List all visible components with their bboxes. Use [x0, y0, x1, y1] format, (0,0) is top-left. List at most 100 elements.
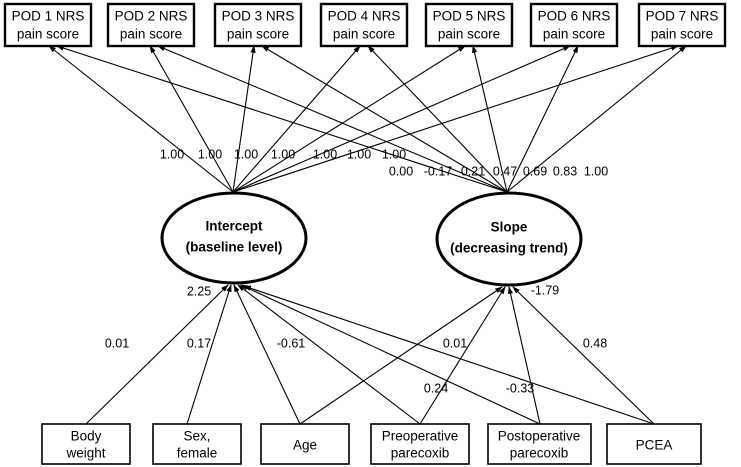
indicator-label-line2: pain score — [17, 27, 79, 42]
indicator-label-line1: POD 7 NRS — [646, 9, 719, 24]
latent-mean-label-slope: -1.79 — [531, 283, 560, 297]
regression-path-age-slope — [299, 286, 503, 425]
indicator-label-line2: pain score — [438, 27, 500, 42]
regression-path-bodyweight-intercept — [85, 284, 229, 425]
loading-label-slope-pod5: 0.69 — [523, 164, 547, 178]
slope-loading-labels: 0.00 -0.17 0.21 0.47 0.69 0.83 1.00 — [389, 164, 608, 178]
latent-label-line1: Slope — [491, 220, 528, 235]
latent-intercept: Intercept (baseline level) — [160, 191, 308, 285]
predictor-box-body-weight: Body weight — [41, 423, 131, 465]
loading-label-intercept-pod1: 1.00 — [160, 147, 184, 161]
predictor-box-age: Age — [260, 423, 350, 465]
loading-path-intercept-pod6 — [232, 45, 571, 193]
indicator-boxes: POD 1 NRS pain score POD 2 NRS pain scor… — [3, 2, 727, 48]
indicator-label-line1: POD 4 NRS — [328, 9, 401, 24]
indicator-box-pod4: POD 4 NRS pain score — [319, 2, 409, 48]
predictor-box-pcea: PCEA — [606, 423, 702, 465]
predictor-label-line1: Postoperative — [498, 429, 581, 444]
predictor-boxes: Body weight Sex, female Age Preoperative… — [41, 423, 702, 465]
indicator-label-line1: POD 2 NRS — [115, 9, 188, 24]
loading-label-intercept-pod4: 1.00 — [271, 147, 295, 161]
indicator-label-line1: POD 3 NRS — [222, 9, 295, 24]
regression-path-postop-slope — [507, 286, 541, 425]
regression-path-preop-intercept — [237, 284, 421, 425]
indicator-label-line1: POD 1 NRS — [12, 9, 85, 24]
indicator-box-pod3: POD 3 NRS pain score — [213, 2, 303, 48]
indicator-label-line2: pain score — [120, 27, 182, 42]
loading-path-slope-pod6 — [506, 45, 579, 193]
indicator-label-line2: pain score — [543, 27, 605, 42]
regression-label-sexfemale-intercept: 0.17 — [187, 336, 211, 350]
predictor-box-postoperative-parecoxib: Postoperative parecoxib — [487, 423, 592, 465]
slope-loading-paths — [56, 45, 687, 193]
indicator-label-line2: pain score — [333, 27, 395, 42]
loading-label-slope-pod4: 0.47 — [493, 164, 517, 178]
predictor-label-line1: Preoperative — [382, 429, 459, 444]
predictor-box-preoperative-parecoxib: Preoperative parecoxib — [370, 423, 470, 465]
slope-regression-paths — [299, 286, 655, 425]
regression-label-preop-intercept: 0.01 — [443, 336, 467, 350]
latent-label-line2: (decreasing trend) — [450, 241, 568, 256]
regression-path-preop-slope — [419, 286, 506, 425]
regression-path-sexfemale-intercept — [186, 284, 232, 425]
regression-label-bodyweight-intercept: 0.01 — [105, 336, 129, 350]
loading-path-intercept-pod7 — [232, 45, 679, 193]
loading-label-slope-pod1: 0.00 — [389, 164, 413, 178]
predictor-label-line2: parecoxib — [510, 446, 569, 461]
loading-label-slope-pod2: -0.17 — [424, 164, 453, 178]
intercept-loading-paths — [48, 45, 679, 193]
regression-path-pcea-intercept — [243, 285, 655, 425]
indicator-box-pod6: POD 6 NRS pain score — [529, 2, 619, 48]
predictor-box-sex-female: Sex, female — [152, 423, 242, 465]
predictor-label-line2: parecoxib — [391, 446, 450, 461]
loading-path-intercept-pod1 — [48, 45, 234, 193]
loading-label-intercept-pod3: 1.00 — [234, 147, 258, 161]
predictor-label-line1: Age — [293, 438, 317, 453]
predictor-label-line1: Body — [71, 429, 102, 444]
loading-path-intercept-pod4 — [232, 45, 361, 193]
regression-path-pcea-slope — [512, 286, 655, 425]
indicator-box-pod1: POD 1 NRS pain score — [3, 2, 93, 48]
loading-path-slope-pod4 — [367, 45, 508, 193]
predictor-label-line1: PCEA — [636, 438, 673, 453]
loading-label-slope-pod7: 1.00 — [584, 164, 608, 178]
indicator-label-line2: pain score — [227, 27, 289, 42]
loading-path-slope-pod2 — [157, 45, 508, 193]
intercept-loading-labels: 1.00 1.00 1.00 1.00 1.00 1.00 1.00 — [160, 147, 406, 161]
predictor-label-line2: female — [177, 446, 218, 461]
regression-label-age-intercept: -0.61 — [277, 336, 306, 350]
loading-path-slope-pod7 — [506, 45, 687, 193]
loading-label-slope-pod6: 0.83 — [553, 164, 577, 178]
loading-path-intercept-pod2 — [149, 45, 234, 193]
indicator-label-line1: POD 5 NRS — [433, 9, 506, 24]
loading-path-intercept-pod5 — [232, 45, 466, 193]
predictor-label-line2: weight — [65, 446, 105, 461]
latent-slope: Slope (decreasing trend) — [435, 191, 583, 287]
indicator-label-line2: pain score — [651, 27, 713, 42]
regression-coefficient-labels: 0.01 0.17 -0.61 0.01 0.24 0.48 -0.33 — [105, 336, 607, 395]
indicator-box-pod2: POD 2 NRS pain score — [106, 2, 196, 48]
loading-label-intercept-pod2: 1.00 — [198, 147, 222, 161]
indicator-label-line1: POD 6 NRS — [538, 9, 611, 24]
latent-mean-label-intercept: 2.25 — [187, 284, 211, 298]
indicator-box-pod5: POD 5 NRS pain score — [424, 2, 514, 48]
loading-label-slope-pod3: 0.21 — [461, 164, 485, 178]
regression-label-pcea-slope: 0.48 — [583, 336, 607, 350]
loading-path-slope-pod5 — [471, 45, 508, 193]
latent-label-line2: (baseline level) — [186, 240, 283, 255]
indicator-box-pod7: POD 7 NRS pain score — [637, 2, 727, 48]
loading-path-slope-pod1 — [56, 45, 508, 193]
regression-path-postop-intercept — [240, 284, 541, 425]
loading-label-intercept-pod6: 1.00 — [347, 147, 371, 161]
loading-path-intercept-pod3 — [232, 45, 256, 193]
predictor-label-line1: Sex, — [183, 429, 210, 444]
regression-path-age-intercept — [233, 284, 301, 425]
loading-label-intercept-pod7: 1.00 — [382, 147, 406, 161]
regression-label-postop-slope: -0.33 — [506, 381, 535, 395]
regression-label-postop-intercept: 0.24 — [424, 381, 448, 395]
intercept-regression-paths — [85, 284, 655, 425]
latent-label-line1: Intercept — [205, 219, 263, 234]
loading-path-slope-pod3 — [261, 45, 508, 193]
